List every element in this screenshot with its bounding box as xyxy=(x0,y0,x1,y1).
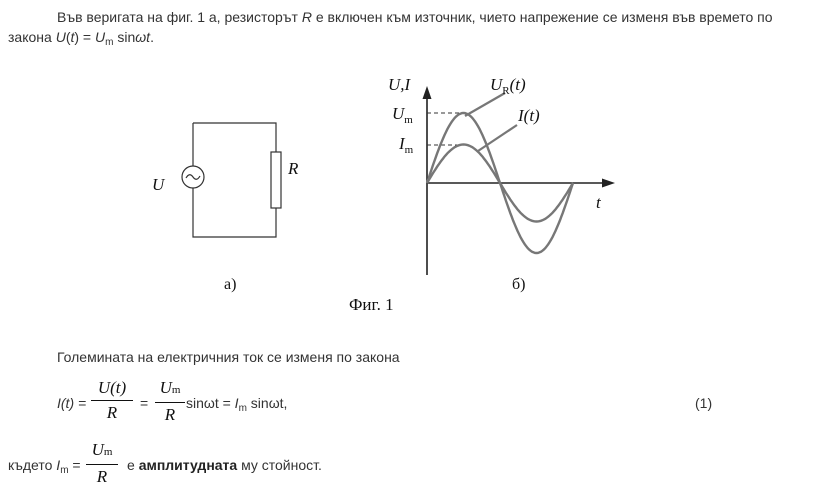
formula-1-Im: I xyxy=(234,395,239,411)
formula-1-rhs-text-2: sinωt, xyxy=(246,395,288,411)
intro-R: R xyxy=(301,9,312,25)
formula-2-text-1: е xyxy=(127,457,139,473)
intro-t: t xyxy=(70,29,75,45)
source-label: U xyxy=(152,175,166,194)
circuit-diagram xyxy=(181,122,282,238)
um-letter: U xyxy=(392,104,406,123)
formula-1-rhs-text: sinωt = xyxy=(186,395,235,411)
formula-2-text-2: му стойност. xyxy=(237,457,322,473)
formula-1-lhs-text: I(t) = xyxy=(57,395,87,411)
pointer-ur xyxy=(464,92,506,117)
fraction-3-bar xyxy=(86,464,118,465)
formula-2-Im-sub: m xyxy=(60,465,69,476)
axis-label-t: t xyxy=(596,193,602,212)
y-axis-arrow-icon xyxy=(422,86,432,99)
intro-U: U xyxy=(55,29,66,45)
intro-text-2: е включен към източник, чието напрежение… xyxy=(311,9,773,25)
fraction-amplitude: Um R xyxy=(86,440,118,487)
resistor-label: R xyxy=(287,159,299,178)
um-label: Um xyxy=(392,104,413,126)
fraction-2-numerator: Um xyxy=(155,378,185,400)
fraction-3-num-sub: m xyxy=(103,446,113,458)
intro-Um: U xyxy=(95,29,106,45)
intro-sin: sin xyxy=(113,29,136,45)
resistor xyxy=(270,151,282,209)
intro-line-2: закона U(t) = Um sinωt. xyxy=(8,29,154,48)
fraction-2-num-sub: m xyxy=(171,384,181,396)
intro-eq: ) = xyxy=(74,29,95,45)
formula-2-suffix: е амплитудната му стойност. xyxy=(127,455,322,475)
fraction-1-bar xyxy=(91,400,133,401)
amplitude-bold: амплитудната xyxy=(138,457,238,473)
fraction-um-over-r: Um R xyxy=(155,378,185,425)
fraction-3-denominator: R xyxy=(96,467,108,486)
intro-law: закона xyxy=(8,29,56,45)
ur-t: (t) xyxy=(510,75,526,94)
formula-2-Im: I xyxy=(56,457,61,473)
graph-guides xyxy=(427,112,462,146)
formula-1-eq: = xyxy=(140,395,149,411)
curve-current xyxy=(425,143,575,223)
fraction-2-bar xyxy=(155,402,185,403)
x-axis-arrow-icon xyxy=(602,178,615,188)
fraction-3-num-letter: U xyxy=(91,440,104,459)
fraction-ut-over-r: U(t) R xyxy=(91,378,133,423)
intro-text-1: Във веригата на фиг. 1 а, резисторът xyxy=(57,9,302,25)
intro-Um-sub: m xyxy=(105,37,114,48)
ur-letter: U xyxy=(490,75,504,94)
fraction-1-numerator: U(t) xyxy=(97,378,127,397)
formula-1-lhs: I(t) = xyxy=(57,393,86,413)
graph-axes xyxy=(422,86,615,275)
intro-dot: . xyxy=(150,29,154,45)
fraction-2-num-letter: U xyxy=(159,378,172,397)
axis-label-ui: U,I xyxy=(388,75,412,94)
para-current-law: Големината на електричния ток се изменя … xyxy=(57,349,400,365)
circuit-caption: а) xyxy=(224,276,236,293)
ur-sub: R xyxy=(502,85,510,97)
intro-wt: ωt xyxy=(135,29,151,45)
formula-1-Im-sub: m xyxy=(238,403,247,414)
im-sub: m xyxy=(405,144,414,156)
graph-pointers xyxy=(464,92,518,152)
figure-title: Фиг. 1 xyxy=(349,295,394,314)
pointer-it xyxy=(477,124,518,152)
circuit-wire-bottom xyxy=(192,188,277,238)
fraction-3-numerator: Um xyxy=(86,440,118,462)
it-label: I(t) xyxy=(517,106,540,125)
equation-number: (1) xyxy=(695,395,713,411)
ur-label: UR(t) xyxy=(490,75,526,97)
im-label: Im xyxy=(398,134,414,156)
tilde-icon xyxy=(185,174,201,180)
formula-2-prefix-text: където xyxy=(8,457,57,473)
formula-1-rhs: sinωt = Im sinωt, xyxy=(186,393,287,416)
um-sub: m xyxy=(404,114,413,126)
formula-2-eq: = xyxy=(68,457,81,473)
formula-2-prefix: където Im = xyxy=(8,455,81,478)
fraction-2-denominator: R xyxy=(164,405,176,424)
intro-line-1: Във веригата на фиг. 1 а, резисторът R е… xyxy=(57,7,773,27)
fraction-1-denominator: R xyxy=(106,403,118,422)
im-letter: I xyxy=(398,134,406,153)
graph-caption: б) xyxy=(512,276,525,293)
circuit-wire-top xyxy=(193,122,277,152)
